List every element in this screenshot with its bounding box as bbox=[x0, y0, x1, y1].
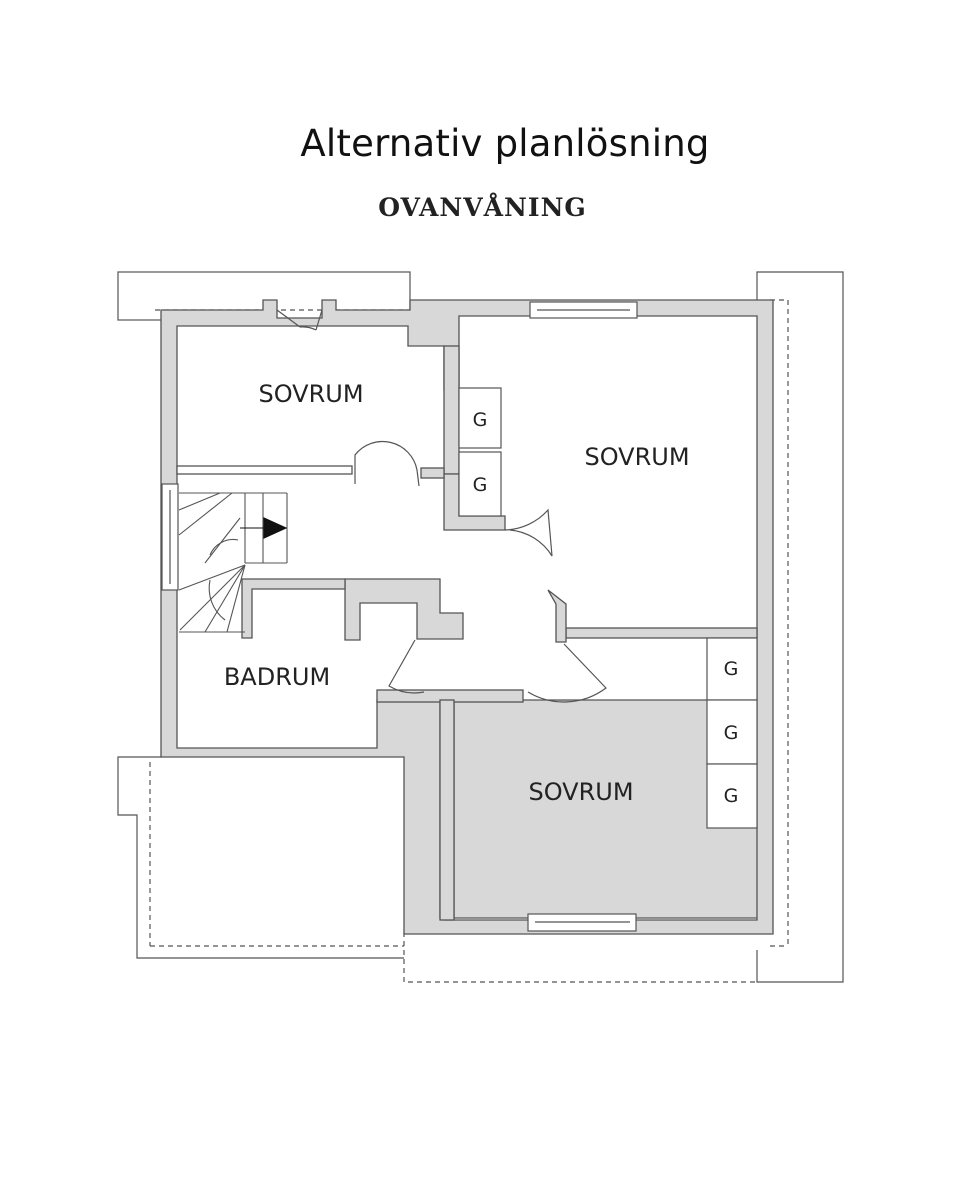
closet-5 bbox=[706, 763, 758, 829]
walls bbox=[160, 299, 774, 935]
room-label-sovrum-lower: SOVRUM bbox=[528, 778, 633, 806]
left-balcony bbox=[117, 756, 404, 959]
right-balcony bbox=[756, 271, 844, 983]
closet-3 bbox=[706, 637, 758, 701]
lower-bedroom-door bbox=[527, 643, 607, 703]
closet-label: G bbox=[724, 785, 739, 807]
closet-labels: G G G G G bbox=[473, 409, 739, 807]
room-label-sovrum-upper-left: SOVRUM bbox=[258, 380, 363, 408]
closet-4 bbox=[706, 699, 758, 765]
room-label-badrum: BADRUM bbox=[224, 663, 330, 691]
closet-label: G bbox=[473, 474, 488, 496]
floor-subtitle: OVANVÅNING bbox=[378, 193, 587, 222]
bathroom-door bbox=[388, 639, 425, 694]
closet-2 bbox=[458, 451, 502, 517]
windows bbox=[161, 301, 638, 932]
staircase bbox=[178, 492, 288, 633]
page-title: Alternativ planlösning bbox=[300, 122, 710, 165]
bottom-terrace bbox=[403, 932, 757, 983]
closet-label: G bbox=[473, 409, 488, 431]
right-bedroom-door bbox=[504, 508, 553, 557]
doors bbox=[276, 309, 607, 703]
balconies bbox=[117, 271, 844, 983]
upper-bedroom-door bbox=[354, 440, 420, 487]
closets bbox=[458, 387, 758, 829]
closet-1 bbox=[458, 387, 502, 449]
closet-label: G bbox=[724, 658, 739, 680]
balcony-door bbox=[276, 309, 323, 331]
closet-label: G bbox=[724, 722, 739, 744]
room-label-sovrum-right: SOVRUM bbox=[584, 443, 689, 471]
